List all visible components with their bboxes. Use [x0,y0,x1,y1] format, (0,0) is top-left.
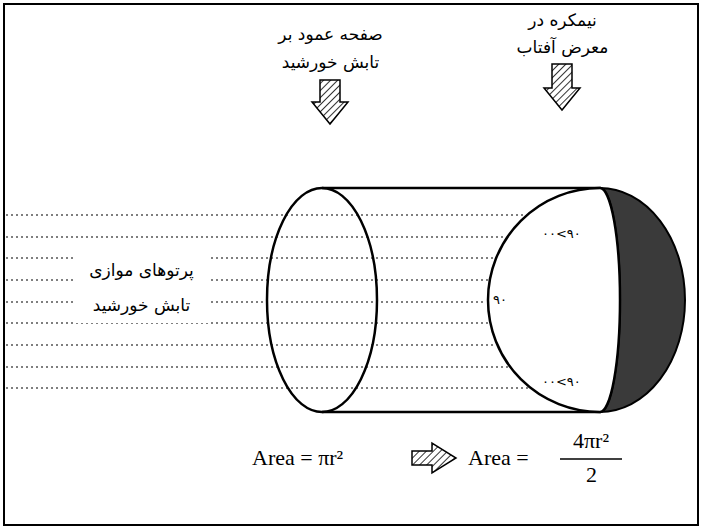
fraction-bar [560,458,622,460]
hemisphere-label: نیمکره در معرض آفتاب [507,7,618,61]
hemisphere-outline [486,186,686,414]
plane-label: صفحه عمود بر تابش خورشید [262,20,399,76]
fraction-denominator: 2 [584,462,599,488]
pointer-arrow [544,64,580,110]
angle-label: ۰۰<۹۰ [541,374,582,390]
ray-line [6,387,529,389]
hemisphere: ۰۰<۹۰ ۹۰ ۰۰<۹۰ [486,186,686,414]
sunlit-face [488,188,620,412]
fraction-numerator: 4πr² [571,428,611,454]
pointer-arrow [312,80,348,124]
ray-line [6,236,505,238]
cylinder-edge [322,187,601,190]
ray-line [6,366,508,368]
area-formula: Area = [466,445,531,471]
cylinder-edge [322,411,601,414]
area-formula: Area = πr² [250,445,345,471]
ray-line [6,214,525,216]
ray-line [6,344,495,346]
double-arrow [412,443,456,473]
perpendicular-plane [267,188,377,412]
angle-label: ۹۰ [492,292,508,308]
angle-label: ۰۰<۹۰ [541,226,582,242]
rays-label: پرتوهای موازی تابش خورشید [73,253,210,323]
frame-border [4,4,698,525]
